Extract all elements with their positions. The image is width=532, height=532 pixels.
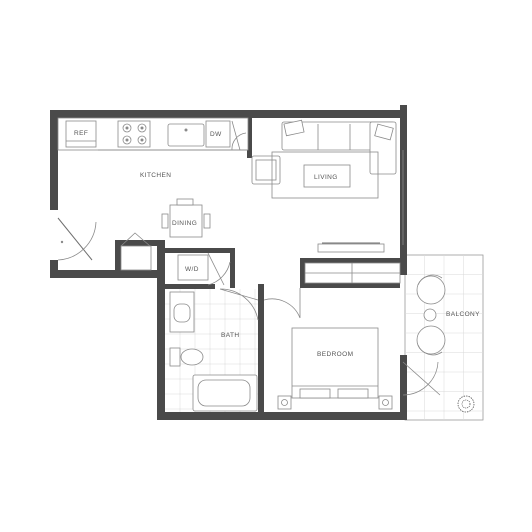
pantry-door [231,120,247,151]
balcony-label: BALCONY [446,311,480,318]
entry-door [57,217,97,261]
ref-label: REF [74,130,88,137]
living-label: LIVING [314,174,338,181]
kitchen-sink [167,123,205,147]
kitchen-label: KITCHEN [140,172,171,179]
bath-label: BATH [221,332,239,339]
bed: BEDROOM [291,327,379,399]
bedroom-label: BEDROOM [317,351,353,358]
stove [117,120,151,148]
balcony-chair-bottom [416,325,446,356]
balcony-chair-top [416,274,446,305]
balcony-table [423,308,437,322]
exterior-walls [50,105,407,420]
bath-door [219,288,259,321]
washer-dryer: W/D [177,252,231,286]
living-rug [271,151,379,199]
dining-label: DINING [172,220,197,227]
dining-table: DINING [161,198,211,238]
sofa [281,119,397,175]
refrigerator: REF [65,120,97,148]
dishwasher: DW [205,120,231,148]
bedroom-wardrobe [304,262,401,284]
bedroom-door [263,288,301,319]
entry-closet [120,232,152,271]
nightstand-left [277,395,292,410]
nightstand-right [378,395,393,410]
toilet [169,347,204,367]
bathtub [192,374,258,412]
balcony-door [402,361,441,396]
wd-label: W/D [185,266,199,273]
armchair [251,155,281,185]
tv-console [317,242,385,253]
dw-label: DW [210,131,222,138]
balcony-plant [457,395,475,413]
coffee-table: LIVING [303,164,351,188]
interior-walls [115,118,400,414]
bath-vanity [169,291,195,333]
